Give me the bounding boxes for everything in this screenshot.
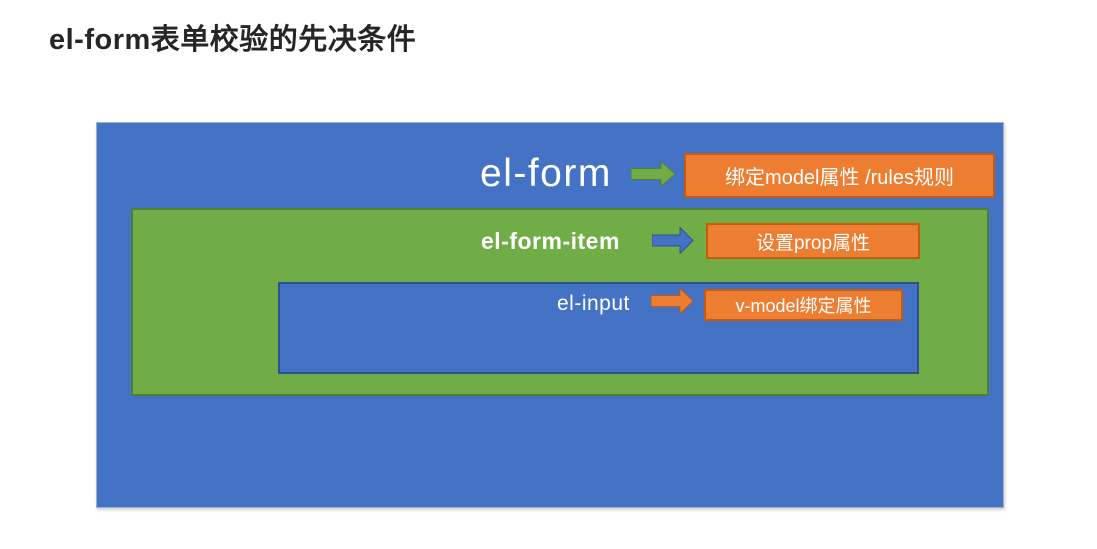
el-form-item-container: el-form-item 设置prop属性 el-input v-model绑定… [131, 208, 989, 396]
el-form-container: el-form 绑定model属性 /rules规则 el-form-item … [96, 122, 1004, 508]
el-form-item-requirement-box: 设置prop属性 [706, 223, 920, 259]
el-input-requirement-box: v-model绑定属性 [704, 289, 903, 321]
el-form-label: el-form [480, 152, 612, 195]
el-input-label: el-input [557, 292, 630, 315]
el-form-requirement-box: 绑定model属性 /rules规则 [684, 153, 995, 198]
orange-right-arrow-icon [651, 288, 694, 314]
el-input-container: el-input v-model绑定属性 [278, 282, 919, 374]
el-form-item-label: el-form-item [481, 228, 620, 254]
green-right-arrow-icon [631, 161, 676, 187]
page-title: el-form表单校验的先决条件 [49, 24, 417, 56]
blue-right-arrow-icon [652, 227, 694, 254]
